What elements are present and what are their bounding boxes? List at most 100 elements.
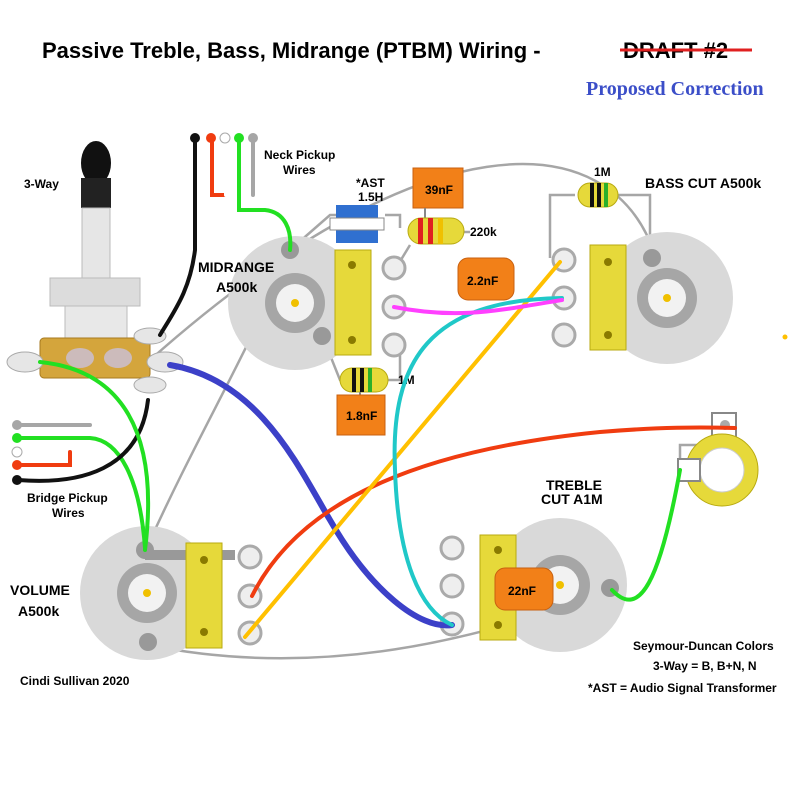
bridge-black-wire-end: [12, 475, 22, 485]
proposed-correction-label: Proposed Correction: [586, 78, 764, 100]
colored-wires: [11, 132, 737, 639]
bass-lug-rivet: [604, 331, 612, 339]
switch-knob-base: [81, 178, 111, 208]
treble-pot-center: [556, 581, 564, 589]
switch-lug: [6, 351, 44, 373]
notes-line3: *AST = Audio Signal Transformer: [588, 681, 777, 695]
resistor-1m-bass-label: 1M: [594, 165, 611, 179]
notes-line1: Seymour-Duncan Colors: [633, 639, 774, 653]
midrange-label: MIDRANGE: [198, 259, 274, 275]
neck-pickup-label-line2: Wires: [283, 163, 316, 177]
capacitor-1-8nf: [336, 394, 386, 436]
ast-transformer: [329, 205, 385, 243]
resistor-band: [418, 218, 423, 244]
resistor-220k: [407, 217, 465, 245]
volume-lug-rivet: [200, 556, 208, 564]
capacitor-2-2nf-label: 2.2nF: [467, 274, 498, 288]
ast-label: *AST: [356, 176, 385, 190]
resistor-220k-body: [407, 217, 465, 245]
switch-lug: [133, 327, 167, 345]
resistor-220k-label: 220k: [470, 225, 497, 239]
gray-wire-mid-1m-right: [385, 345, 402, 382]
neck-white-wire-end: [219, 132, 231, 144]
capacitor-2-2nf: [457, 257, 515, 301]
switch-frame: [49, 277, 141, 307]
neck-red-wire-end: [206, 133, 216, 143]
volume-pot-center: [143, 589, 151, 597]
capacitor-1-8nf-label: 1.8nF: [346, 409, 377, 423]
jack-hole: [699, 447, 745, 493]
switch-knob: [81, 141, 111, 185]
bridge-gray-wire-end: [12, 420, 22, 430]
resistor-band: [368, 368, 372, 392]
resistor-band: [428, 218, 433, 244]
switch-lug: [133, 376, 167, 394]
treble-value: CUT A1M: [541, 491, 603, 507]
switch-contacts: [39, 337, 151, 379]
treble-lug[interactable]: [439, 573, 465, 599]
midrange-lug[interactable]: [381, 332, 407, 358]
resistor-band: [604, 183, 608, 207]
magenta-wire-mid-to-bass: [392, 298, 564, 316]
capacitor-22nf: [494, 567, 554, 611]
notes-line2: 3-Way = B, B+N, N: [653, 659, 757, 673]
treble-lug-rivet: [494, 621, 502, 629]
bridge-red-wire: [16, 450, 72, 467]
bridge-red-wire-end: [12, 460, 22, 470]
ast-value: 1.5H: [358, 190, 383, 204]
volume-lug[interactable]: [237, 544, 263, 570]
ast-band: [329, 217, 385, 231]
resistor-band: [438, 218, 443, 244]
bridge-green-wire-end: [12, 433, 22, 443]
resistor-band: [352, 368, 356, 392]
output-jack[interactable]: [677, 412, 759, 507]
capacitor-39nf: [412, 167, 464, 209]
yellow-wire-volume-to-bass: [243, 260, 562, 639]
neck-pickup-label: Neck Pickup: [264, 148, 335, 162]
midrange-lug[interactable]: [381, 255, 407, 281]
midrange-value: A500k: [216, 279, 257, 295]
bridge-pickup-label-line2: Wires: [52, 506, 85, 520]
volume-lug-rivet: [200, 628, 208, 636]
neck-gray-wire-end: [248, 133, 258, 143]
volume-value: A500k: [18, 603, 59, 619]
bass-lug-rivet: [604, 258, 612, 266]
switch-lever: [81, 207, 111, 279]
bass-pot[interactable]: [551, 232, 733, 364]
bridge-white-wire-end: [11, 446, 23, 458]
stray-dot: [782, 334, 788, 340]
midrange-lug-rivet: [348, 261, 356, 269]
midrange-pot-center: [291, 299, 299, 307]
bridge-pickup-label: Bridge Pickup: [27, 491, 108, 505]
midrange-pot[interactable]: [228, 236, 407, 370]
gray-wire-bass-lug: [548, 193, 575, 258]
volume-pot[interactable]: [80, 526, 263, 660]
neck-green-wire-end: [234, 133, 244, 143]
resistor-band: [360, 368, 364, 392]
midrange-pot-solder: [313, 327, 331, 345]
neck-green-wire: [237, 138, 293, 252]
switch-contact-hole: [104, 348, 132, 368]
capacitor-39nf-label: 39nF: [425, 183, 453, 197]
author-credit: Cindi Sullivan 2020: [20, 674, 130, 688]
three-way-switch[interactable]: [6, 141, 184, 394]
bass-lug[interactable]: [551, 322, 577, 348]
resistor-1m-bass: [577, 182, 619, 208]
midrange-lug-rivet: [348, 336, 356, 344]
blue-wire-switch-to-treble: [167, 362, 455, 629]
treble-lug-rivet: [494, 546, 502, 554]
diagram-title: Passive Treble, Bass, Midrange (PTBM) Wi…: [42, 38, 541, 63]
green-wire-treble-to-jack: [610, 468, 682, 602]
switch-body: [64, 305, 128, 341]
bass-cut-label: BASS CUT A500k: [645, 175, 761, 191]
neck-red-wire: [210, 138, 227, 197]
red-wire-volume-to-jack: [250, 425, 737, 598]
volume-label: VOLUME: [10, 582, 70, 598]
treble-lug[interactable]: [439, 535, 465, 561]
neck-black-wire-end: [190, 133, 200, 143]
bass-pot-center: [663, 294, 671, 302]
bass-pot-solder: [643, 249, 661, 267]
resistor-band: [597, 183, 601, 207]
